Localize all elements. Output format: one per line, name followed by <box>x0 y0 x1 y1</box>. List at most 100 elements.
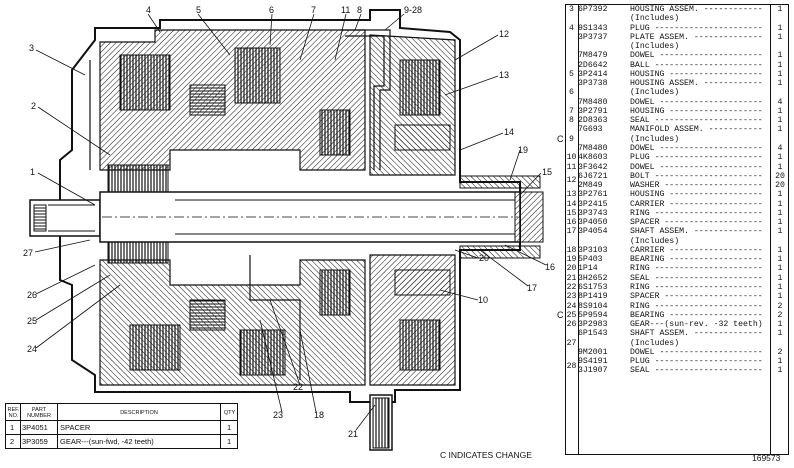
part-description: BOLT ---------------------- <box>630 171 763 181</box>
callout-6: 6 <box>269 5 274 15</box>
row1-part: 3P4051 <box>22 423 48 432</box>
part-number: 8P1419 <box>578 292 608 302</box>
quantity: 1 <box>777 208 783 218</box>
part-description: RING ---------------------- <box>630 282 763 292</box>
ref-number: 21 <box>566 273 577 283</box>
part-description: HOUSING ------------------- <box>630 69 763 79</box>
ref-number: 4 <box>569 23 574 33</box>
quantity: 20 <box>775 171 785 181</box>
quantity: 1 <box>777 106 783 116</box>
part-description: HOUSING ASSEM. ------------ <box>630 79 763 89</box>
part-description: SEAL ---------------------- <box>630 366 763 376</box>
quantity: 1 <box>777 23 783 33</box>
part-description: (Includes) <box>630 338 680 348</box>
group-ref-number: 12 <box>566 176 577 186</box>
part-description: SHAFT ASSEM. -------------- <box>630 329 763 339</box>
part-number: 3P4054 <box>578 227 608 237</box>
quantity: 2 <box>777 347 783 357</box>
ref-number: 26 <box>566 320 577 330</box>
group-ref-number: 9 <box>569 134 574 144</box>
part-number: 1P14 <box>578 264 598 274</box>
part-number: 3P2414 <box>578 69 608 79</box>
parts-list-row: (Includes) <box>566 135 788 144</box>
quantity: 1 <box>777 366 783 376</box>
callout-22: 22 <box>293 382 303 392</box>
callout-3: 3 <box>29 43 34 53</box>
part-description: DOWEL --------------------- <box>630 51 763 61</box>
quantity: 1 <box>777 329 783 339</box>
clutch-packs <box>119 47 441 376</box>
part-description: SPACER -------------------- <box>630 292 763 302</box>
ref-number: 11 <box>566 162 577 172</box>
callout-4: 4 <box>146 5 151 15</box>
part-number: 6J6721 <box>578 171 608 181</box>
part-description: PLUG ---------------------- <box>630 357 763 367</box>
group-ref-number: 28 <box>566 361 577 371</box>
row2-part: 3P3059 <box>22 437 48 446</box>
parts-list-row: (Includes) <box>566 42 788 51</box>
part-number: 3P3738 <box>578 79 608 89</box>
callout-16: 16 <box>545 262 555 272</box>
callout-1: 1 <box>30 167 35 177</box>
row1-qty: 1 <box>227 423 232 432</box>
part-number: 9S4191 <box>578 357 608 367</box>
callout-8: 8 <box>357 5 362 15</box>
ref-number: 8 <box>569 116 574 126</box>
callout-14: 14 <box>504 127 514 137</box>
part-number: 3P2415 <box>578 199 608 209</box>
quantity: 20 <box>775 181 785 191</box>
quantity: 1 <box>777 79 783 89</box>
callout-18: 18 <box>314 410 324 420</box>
part-description: (Includes) <box>630 42 680 52</box>
quantity: 1 <box>777 116 783 126</box>
part-number: 5P9594 <box>578 310 608 320</box>
quantity: 1 <box>777 292 783 302</box>
part-number: 3P3737 <box>578 32 608 42</box>
callout-27: 27 <box>23 248 33 258</box>
quantity: 1 <box>777 125 783 135</box>
quantity: 1 <box>777 199 783 209</box>
quantity: 1 <box>777 282 783 292</box>
part-description: SHAFT ASSEM. -------------- <box>630 227 763 237</box>
quantity: 1 <box>777 32 783 42</box>
callout-15: 15 <box>542 167 552 177</box>
row2-desc: GEAR---(sun-fwd, -42 teeth) <box>60 437 154 446</box>
table-rule <box>6 420 237 421</box>
ref-number: 15 <box>566 208 577 218</box>
part-description: DOWEL --------------------- <box>630 143 763 153</box>
quantity: 2 <box>777 310 783 320</box>
callout-13: 13 <box>499 70 509 80</box>
ref-number: 18 <box>566 245 577 255</box>
part-number: 3P2791 <box>578 106 608 116</box>
group-ref-number: 27 <box>566 338 577 348</box>
part-number: 2M849 <box>578 181 603 191</box>
group-ref-number: 6 <box>569 88 574 98</box>
part-description: DOWEL --------------------- <box>630 162 763 172</box>
part-number: 2D8363 <box>578 116 608 126</box>
part-description: CARRIER ------------------- <box>630 199 763 209</box>
ref-number: 7 <box>569 106 574 116</box>
part-description: PLUG ---------------------- <box>630 153 763 163</box>
ref-number: 17 <box>566 227 577 237</box>
callout-20: 20 <box>479 253 489 263</box>
part-description: SPACER -------------------- <box>630 218 763 228</box>
part-number: 6P7392 <box>578 5 608 14</box>
